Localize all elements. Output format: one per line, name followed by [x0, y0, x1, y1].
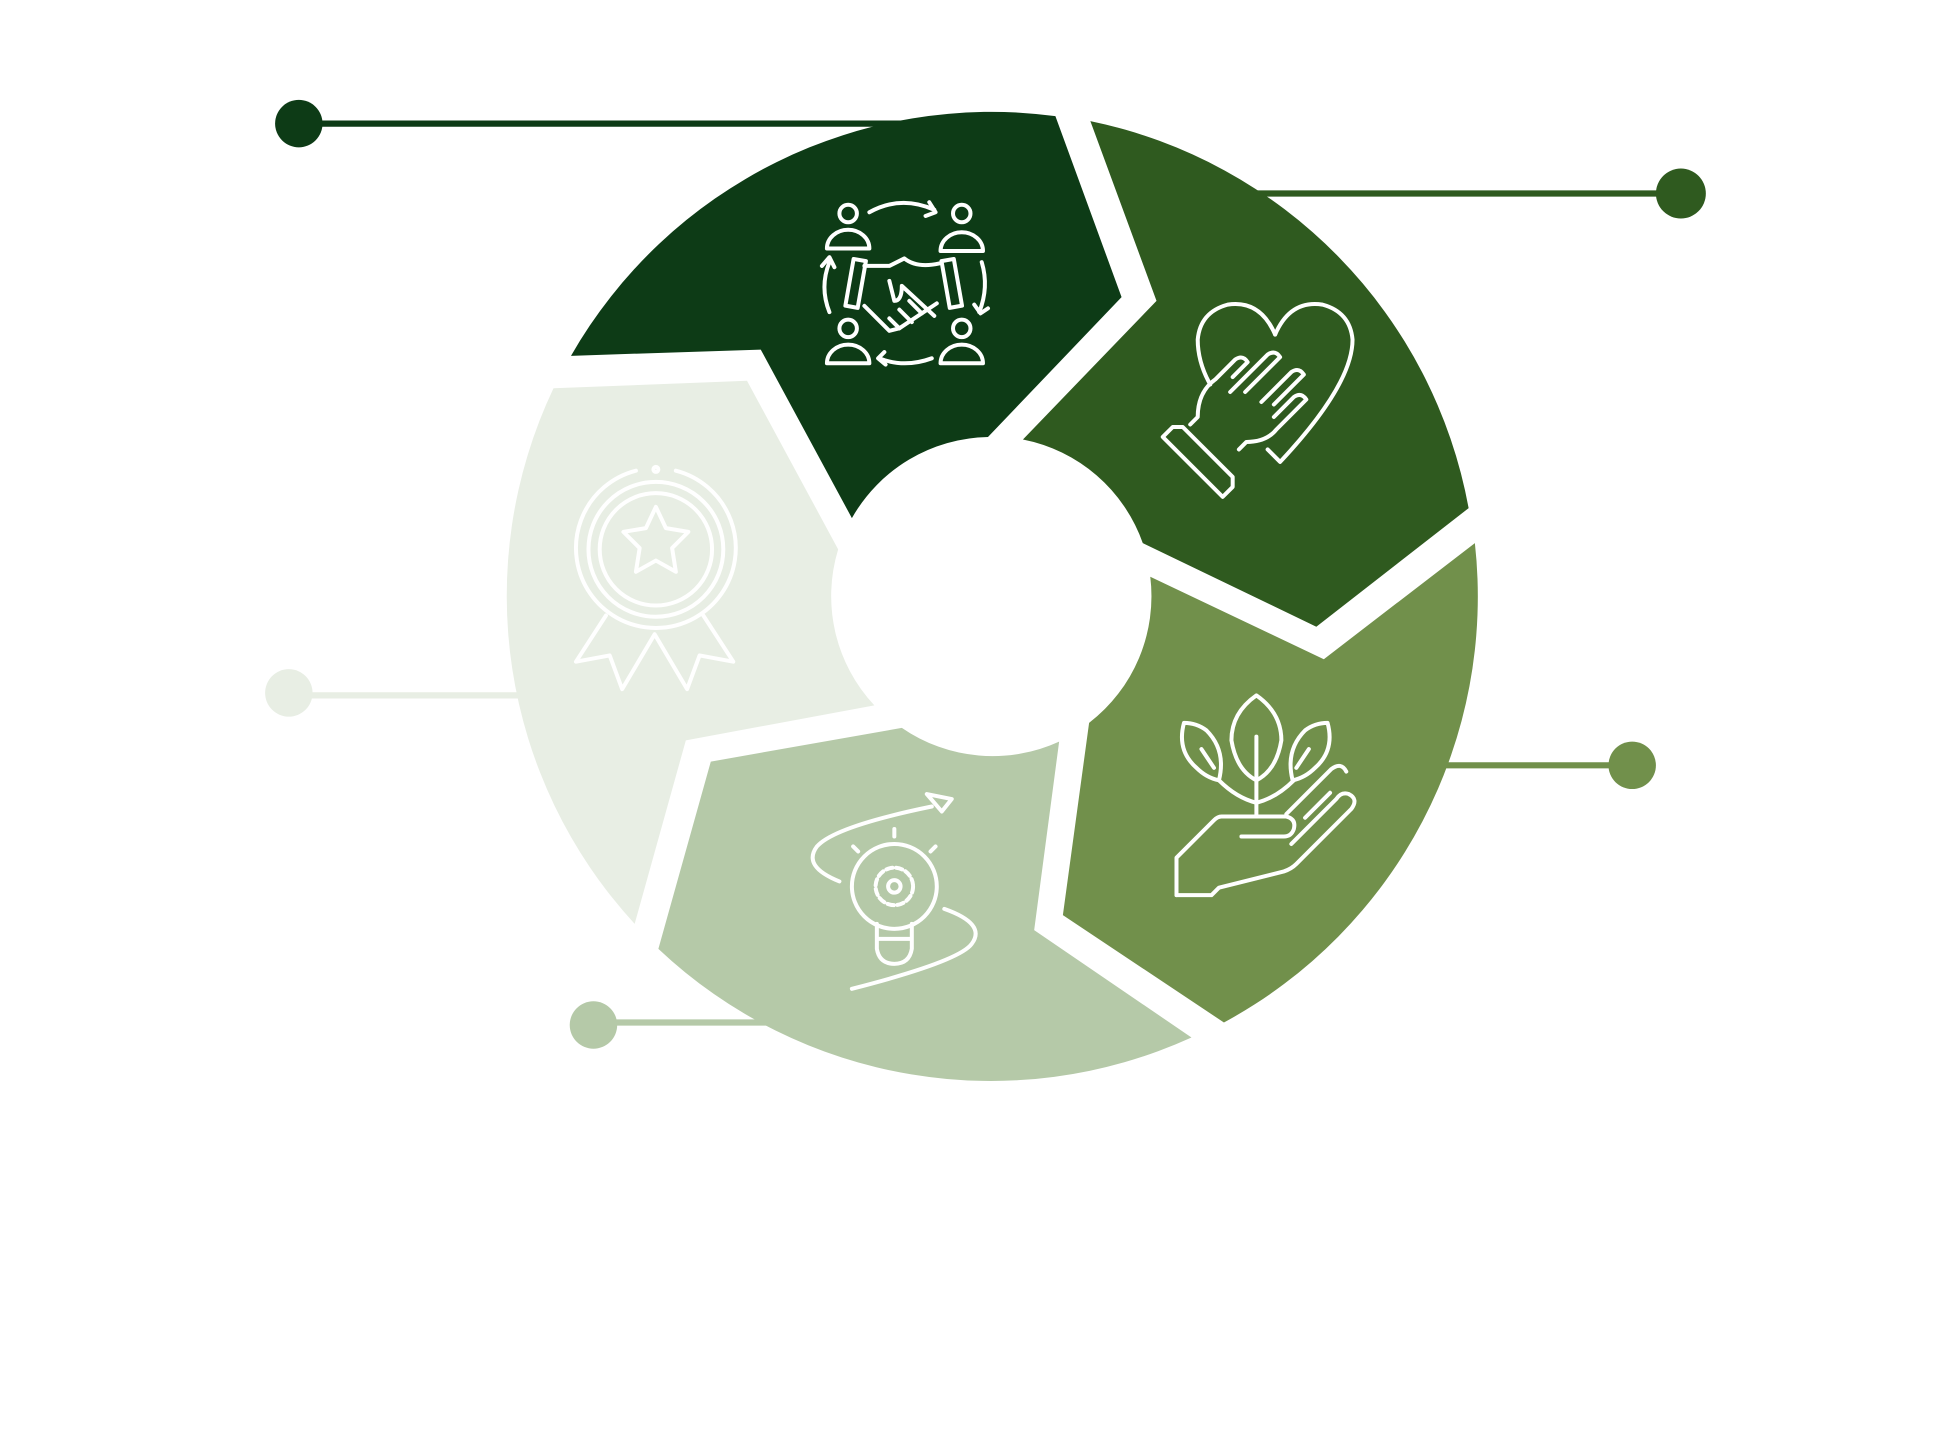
handshake-team-icon	[819, 200, 990, 367]
connector-care	[1248, 168, 1706, 219]
connector-innovation	[569, 1001, 769, 1049]
connector-dot	[569, 1001, 618, 1049]
connector-excellence	[265, 669, 525, 717]
lightbulb-gear-icon	[810, 792, 978, 991]
segment-sustainability	[1062, 543, 1478, 1023]
connector-collaboration	[275, 99, 906, 148]
segment-collaboration	[570, 111, 1122, 519]
connector-sustainability	[1436, 741, 1656, 790]
connector-dot	[1608, 741, 1656, 790]
connector-dot	[265, 669, 313, 717]
award-ribbon-icon	[573, 464, 738, 692]
hand-heart-icon	[1160, 302, 1355, 499]
segment-innovation	[658, 727, 1192, 1081]
hand-plant-icon	[1174, 693, 1357, 898]
connector-dot	[1655, 168, 1706, 219]
connector-dot	[275, 99, 323, 148]
